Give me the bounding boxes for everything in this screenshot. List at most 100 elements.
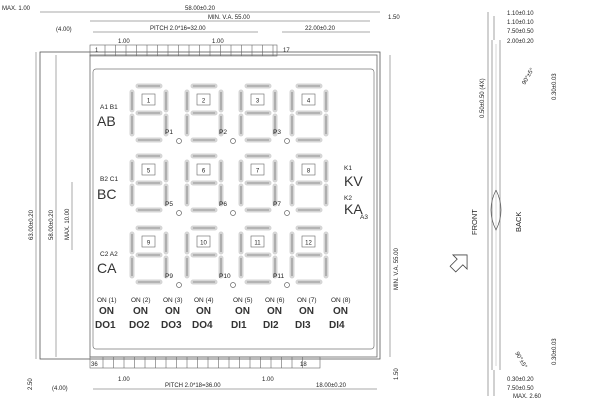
output-label: DO4	[192, 320, 213, 331]
output-label: DI1	[231, 320, 247, 331]
viewing-area	[92, 68, 375, 350]
label-bc: BC	[97, 186, 116, 202]
point-dot	[284, 210, 290, 216]
decimal-point: P6	[219, 201, 236, 216]
on-small-label: ON (5)	[233, 297, 253, 304]
side-back-label: BACK	[514, 212, 523, 232]
on-small-label: ON (4)	[194, 297, 214, 304]
dim-max-10: MAX. 10.00	[65, 208, 71, 240]
digit-number: 3	[256, 99, 260, 105]
side-t4: 2.00±0.20	[507, 39, 534, 45]
digit-11: 11	[238, 225, 278, 285]
decimal-point: P2	[219, 129, 236, 144]
digit-6: 6	[184, 153, 224, 213]
digit-number: 2	[202, 99, 206, 105]
on-indicator: ON	[299, 306, 314, 317]
point-dot	[176, 138, 182, 144]
point-label: P9	[165, 273, 173, 280]
side-seal	[490, 189, 502, 231]
digit-number-box	[301, 163, 316, 176]
pin-18-label: 18	[300, 362, 307, 368]
on-indicator: ON	[333, 306, 348, 317]
point-dot	[176, 282, 182, 288]
digit-number-box	[196, 235, 211, 248]
dim-4-00-top: (4.00)	[56, 27, 72, 33]
side-offset-top: 0.30±0.03	[552, 73, 558, 100]
dim-va-55: MIN. V.A. 55.00	[208, 15, 250, 21]
digit-number: 5	[147, 169, 151, 175]
point-label: P3	[273, 129, 281, 136]
point-label: P5	[165, 201, 173, 208]
side-b3: MAX. 2.60	[513, 394, 542, 400]
digit-number-box	[141, 235, 156, 248]
output-label: DO1	[95, 320, 116, 331]
dim-pitch-bot: PITCH 2.0*18=36.00	[165, 383, 221, 389]
point-dot	[176, 210, 182, 216]
decimal-point: P7	[273, 201, 290, 216]
point-dot	[230, 282, 236, 288]
dim-height-58: 58.00±0.20	[49, 209, 55, 240]
label-k1: K1	[344, 165, 352, 172]
digit-12: 12	[289, 225, 329, 285]
point-label: P1	[165, 129, 173, 136]
label-c2a2: C2 A2	[100, 251, 118, 258]
on-small-label: ON (7)	[297, 297, 317, 304]
point-label: P10	[219, 273, 231, 280]
dim-1-00-top-b: 1.00	[212, 39, 224, 45]
digit-number: 4	[307, 99, 311, 105]
on-indicator: ON	[133, 306, 148, 317]
digit-number-box	[196, 163, 211, 176]
digit-3: 3	[238, 83, 278, 143]
label-ab: AB	[97, 113, 116, 129]
side-t2: 1.10±0.10	[507, 20, 534, 26]
digit-5: 5	[129, 153, 169, 213]
digit-number-box	[141, 93, 156, 106]
dim-max-top: MAX. 1.00	[2, 6, 31, 12]
decimal-point: P10	[219, 273, 236, 288]
bottom-pin-strip	[89, 356, 321, 369]
side-angle-top: 90°±5°	[522, 67, 537, 86]
dim-18: 18.00±0.20	[316, 383, 347, 389]
dim-va-55-v: MIN. V.A. 55.00	[394, 248, 400, 290]
top-pin-strip	[89, 44, 278, 57]
point-label: P6	[219, 201, 227, 208]
digit-number-box	[196, 93, 211, 106]
label-ka: KA	[344, 201, 363, 217]
point-dot	[284, 282, 290, 288]
digit-number: 6	[202, 169, 206, 175]
side-front-label: FRONT	[470, 209, 479, 235]
dim-1-00-bot-b: 1.00	[262, 377, 274, 383]
point-label: P2	[219, 129, 227, 136]
digit-number-box	[250, 163, 265, 176]
output-label: DO2	[129, 320, 150, 331]
pin-1-label: 1	[95, 48, 99, 54]
side-t3: 7.50±0.50	[507, 29, 534, 35]
side-t1: 1.10±0.10	[507, 11, 534, 17]
dim-height-63: 63.00±0.20	[29, 209, 35, 240]
decimal-point: P1	[165, 129, 182, 144]
digit-2: 2	[184, 83, 224, 143]
on-indicator: ON	[99, 306, 114, 317]
on-indicator: ON	[235, 306, 250, 317]
digit-number-box	[301, 93, 316, 106]
label-a1b1: A1 B1	[100, 104, 118, 111]
digit-number: 8	[307, 169, 311, 175]
output-label: DO3	[161, 320, 182, 331]
decimal-point: P11	[273, 273, 290, 288]
decimal-point: P9	[165, 273, 182, 288]
output-label: DI2	[263, 320, 279, 331]
output-label: DI3	[295, 320, 311, 331]
point-dot	[284, 138, 290, 144]
digit-number: 11	[254, 241, 261, 247]
dim-1-50-top: 1.50	[388, 15, 400, 21]
digit-number: 1	[147, 99, 151, 105]
point-dot	[230, 138, 236, 144]
digit-1: 1	[129, 83, 169, 143]
side-b2: 7.50±0.50	[507, 386, 534, 392]
top-pins	[104, 45, 274, 56]
digit-number: 7	[256, 169, 260, 175]
label-a3: A3	[360, 214, 368, 221]
output-label: DI4	[329, 320, 345, 331]
